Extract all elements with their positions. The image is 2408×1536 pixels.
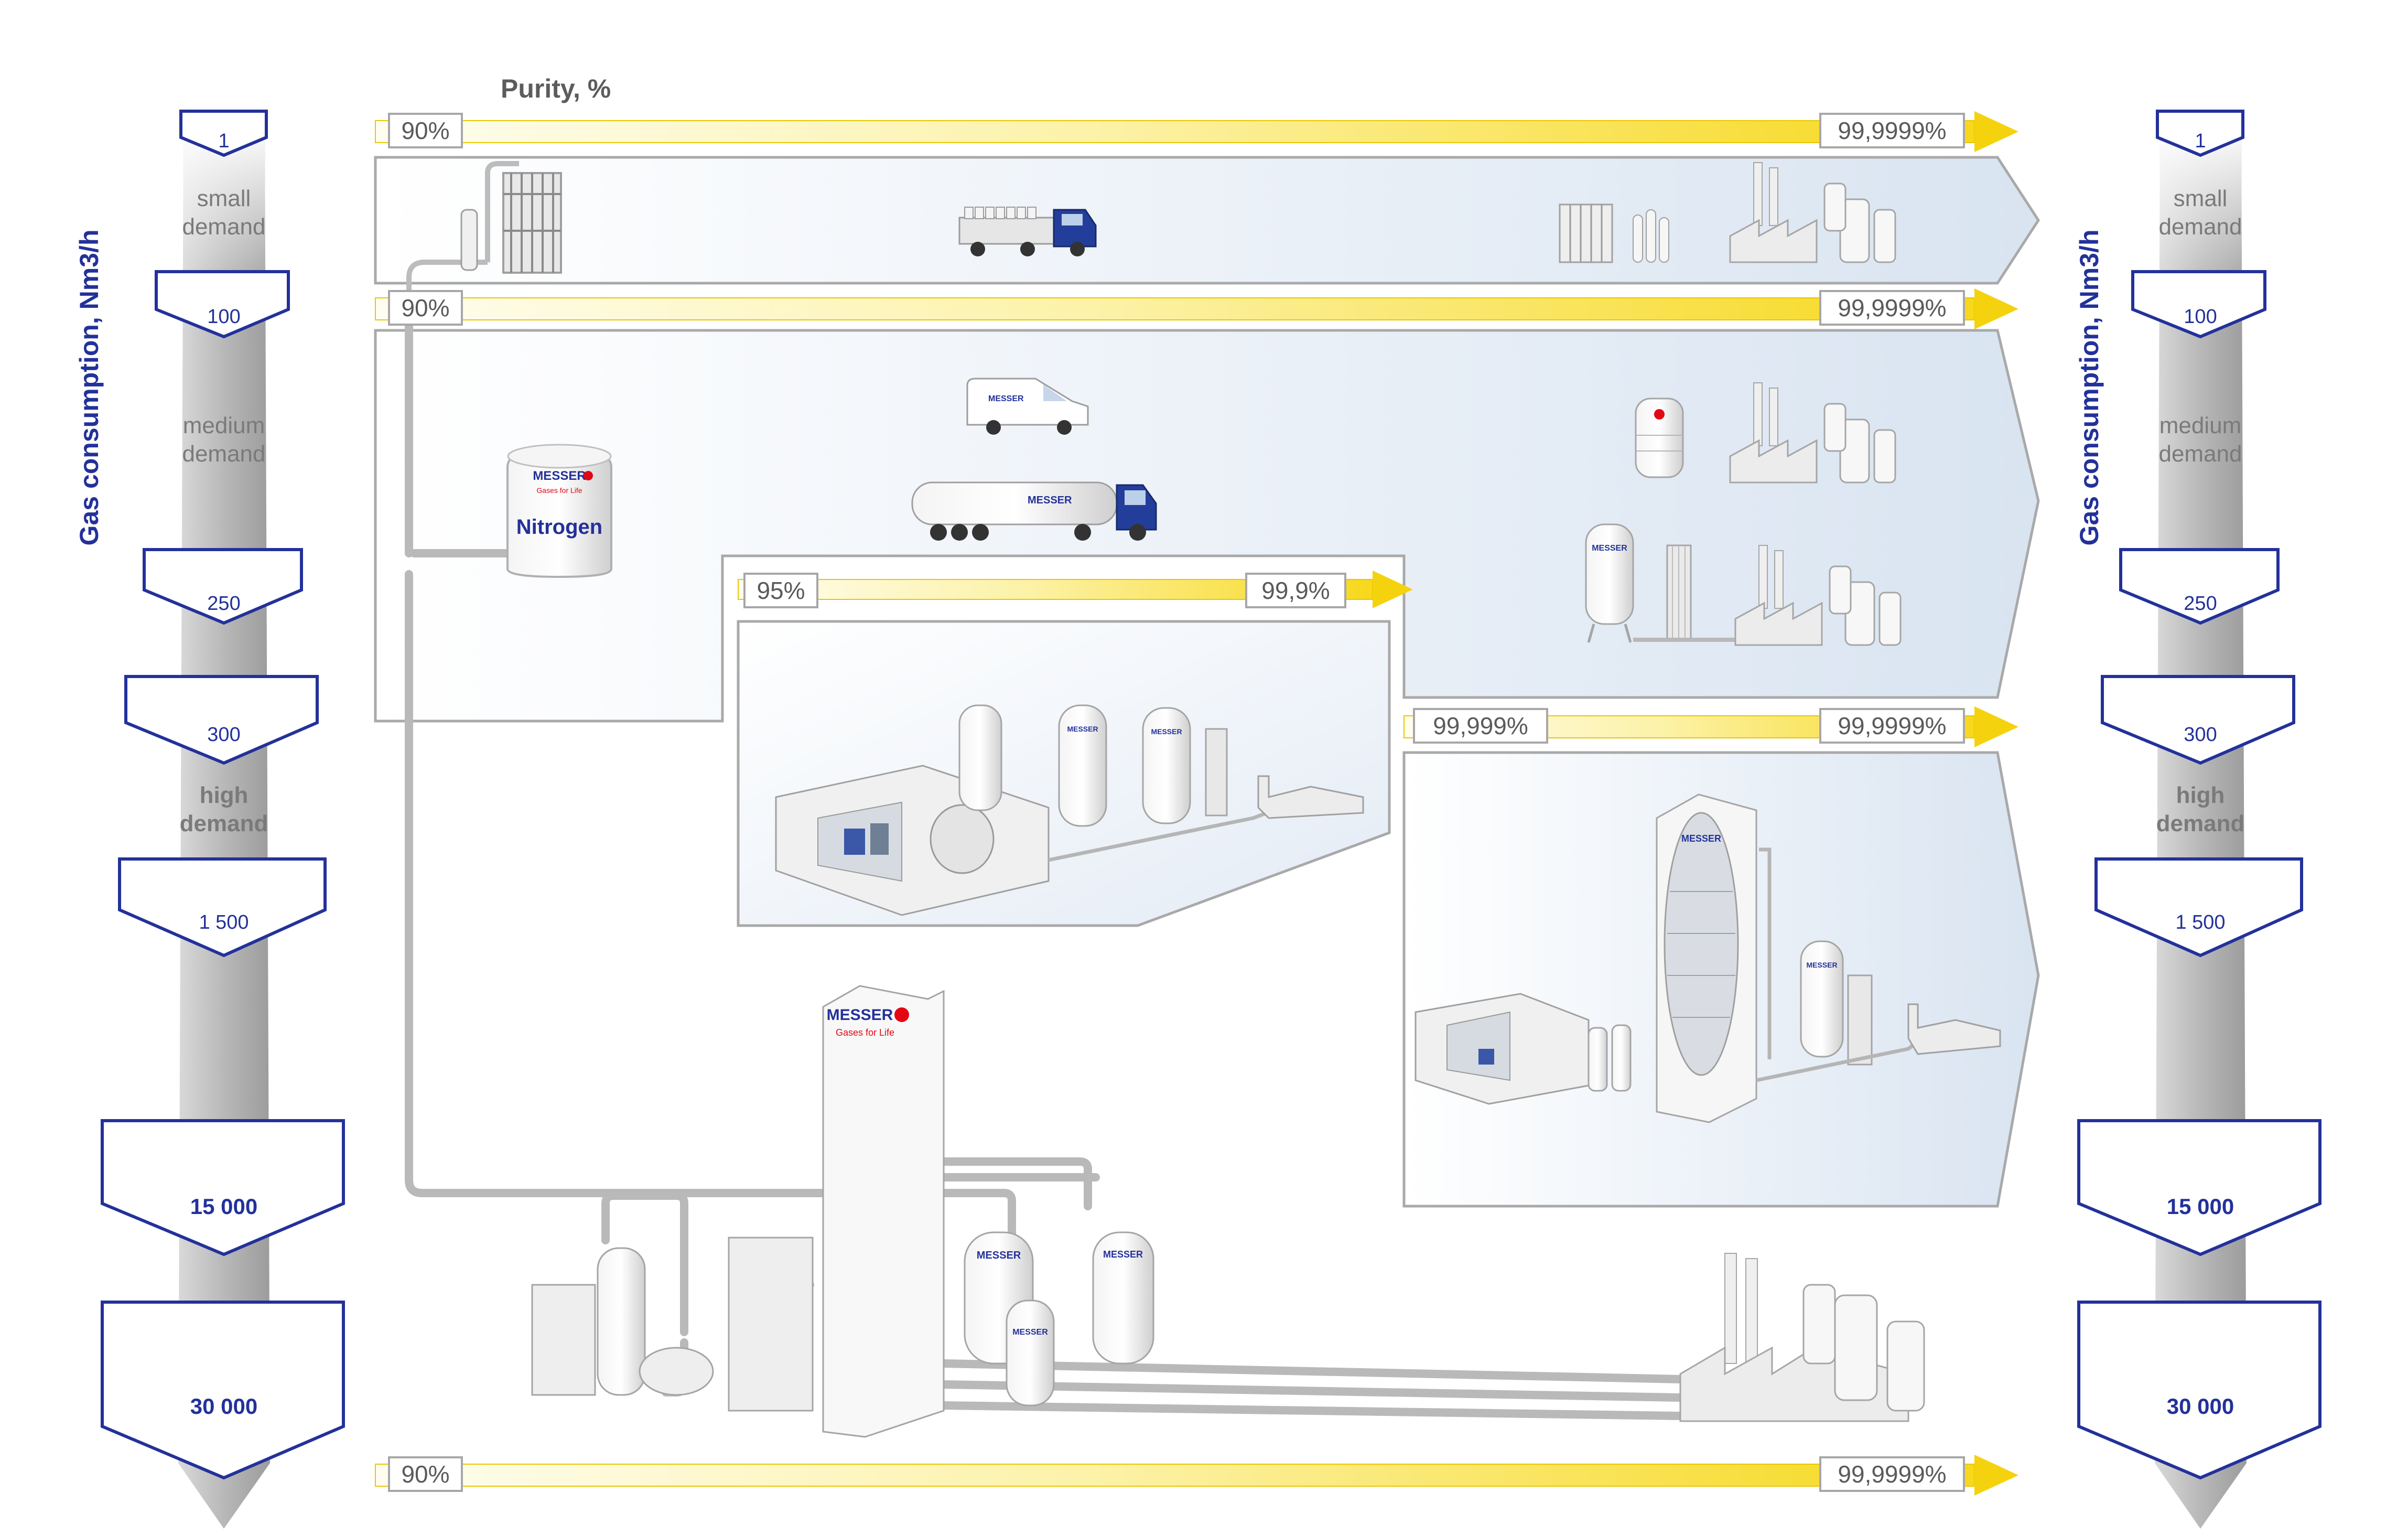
purity-to-3: 99,9% — [1245, 573, 1346, 608]
purity-from-1: 90% — [388, 113, 463, 148]
purity-title: Purity, % — [501, 74, 611, 103]
consumption-250-right: 250 — [2184, 593, 2217, 615]
svg-text:MESSER: MESSER — [988, 394, 1024, 403]
chevron-250-left — [143, 548, 303, 625]
purity-from-2: 90% — [388, 290, 463, 326]
svg-text:Gases for Life: Gases for Life — [836, 1027, 894, 1038]
purity-to-5: 99,9999% — [1819, 1456, 1965, 1492]
svg-text:MESSER: MESSER — [1012, 1328, 1048, 1337]
svg-text:MESSER: MESSER — [1151, 727, 1182, 736]
chevron-1500-right — [2094, 857, 2303, 958]
consumption-15000-left: 15 000 — [190, 1194, 258, 1219]
delivery-van-illustration: MESSER — [966, 378, 1089, 435]
consumption-1-left: 1 — [218, 130, 230, 152]
pipe-small-supply-up — [485, 161, 519, 262]
pipework — [405, 316, 1684, 1420]
axis-title-right: Gas consumption, Nm3/h — [2075, 229, 2104, 546]
svg-text:MESSER: MESSER — [1103, 1249, 1143, 1260]
chevron-30000-right — [2077, 1301, 2321, 1480]
consumption-30000-left: 30 000 — [190, 1394, 258, 1419]
purity-to-4: 99,9999% — [1819, 708, 1965, 744]
axis-title-left: Gas consumption, Nm3/h — [74, 229, 104, 546]
consumption-15000-right: 15 000 — [2166, 1194, 2234, 1219]
svg-text:MESSER: MESSER — [827, 1006, 893, 1024]
cylinder-pack-illustration — [1559, 203, 1669, 263]
svg-text:MESSER: MESSER — [1067, 725, 1098, 733]
chevron-30000-left — [101, 1301, 345, 1480]
factory-illustration-small — [1729, 162, 1896, 263]
svg-text:Gases for Life: Gases for Life — [536, 486, 582, 495]
consumption-1-right: 1 — [2195, 130, 2206, 152]
consumption-1500-left: 1 500 — [199, 911, 249, 933]
purity-arrow-5 — [375, 1455, 2018, 1496]
cryogenic-plant-illustration: MESSER MESSER — [1414, 793, 2001, 1123]
chevron-1500-left — [118, 857, 327, 958]
svg-text:MESSER: MESSER — [533, 469, 586, 483]
consumption-100-left: 100 — [207, 306, 241, 328]
svg-text:MESSER: MESSER — [1592, 544, 1627, 553]
left-chevrons — [101, 110, 345, 1480]
purity-arrow-1 — [375, 111, 2018, 152]
tanker-truck-illustration: MESSER — [911, 481, 1157, 541]
right-chevrons — [2077, 110, 2321, 1480]
nitrogen-tank-label: Nitrogen — [516, 515, 602, 539]
air-separation-unit-illustration: MESSER Gases for Life MESSER MESSER MESS… — [531, 985, 1154, 1438]
consumption-30000-right: 30 000 — [2166, 1394, 2234, 1419]
dewar-cylinder-illustration — [1635, 398, 1684, 478]
svg-text:MESSER: MESSER — [977, 1250, 1021, 1261]
vaporizer-tank-illustration: MESSER — [1585, 523, 1746, 643]
purity-to-1: 99,9999% — [1819, 113, 1965, 148]
factory-illustration-large — [1679, 1253, 1925, 1422]
chevron-100-right — [2131, 270, 2266, 339]
nitrogen-storage-tank: MESSER Gases for Life Nitrogen — [506, 444, 612, 578]
flatbed-truck-illustration — [958, 207, 1097, 256]
consumption-300-left: 300 — [207, 724, 241, 746]
svg-text:MESSER: MESSER — [1028, 495, 1072, 506]
consumption-100-right: 100 — [2184, 306, 2217, 328]
chevron-15000-right — [2077, 1119, 2321, 1256]
purity-to-2: 99,9999% — [1819, 290, 1965, 326]
panel-medium-demand — [374, 329, 2040, 723]
pipe-small-supply — [406, 260, 488, 320]
chevron-100-left — [155, 270, 290, 339]
consumption-1500-right: 1 500 — [2175, 911, 2226, 933]
chevron-250-right — [2119, 548, 2280, 625]
membrane-plant-illustration: MESSER MESSER — [775, 704, 1364, 916]
gas-cylinder-bundle-illustration — [460, 172, 562, 274]
svg-text:MESSER: MESSER — [1681, 833, 1721, 844]
chevron-300-right — [2101, 675, 2295, 765]
purity-from-3: 95% — [743, 573, 818, 608]
panel-small-demand — [374, 156, 2040, 285]
chevron-15000-left — [101, 1119, 345, 1256]
chevron-1-right — [2156, 110, 2244, 157]
consumption-250-left: 250 — [207, 593, 241, 615]
chevron-1-left — [179, 110, 268, 157]
purity-from-4: 99,999% — [1413, 708, 1548, 744]
consumption-300-right: 300 — [2184, 724, 2217, 746]
svg-text:MESSER: MESSER — [1806, 961, 1837, 969]
purity-arrow-2 — [375, 288, 2018, 329]
chevron-300-left — [124, 675, 319, 765]
purity-from-5: 90% — [388, 1456, 463, 1492]
